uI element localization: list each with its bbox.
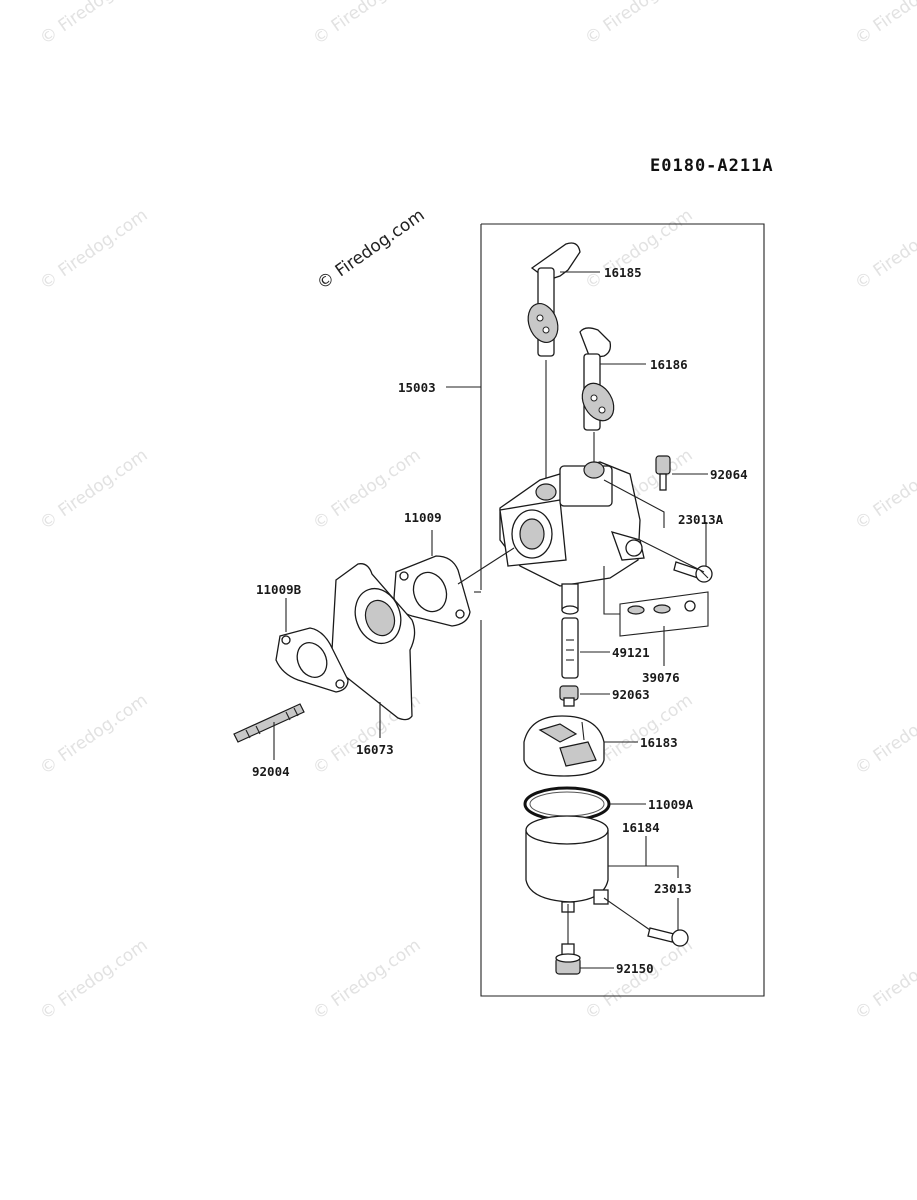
watermark: © Firedog.com <box>36 205 151 294</box>
part-16186-throttle-shaft <box>579 327 615 431</box>
watermark-layer: © Firedog.com © Firedog.com © Firedog.co… <box>36 0 917 1024</box>
watermark: © Firedog.com <box>851 690 917 779</box>
label-49121: 49121 <box>612 645 650 660</box>
part-16184-float-bowl <box>525 815 609 913</box>
watermark-main: © Firedog.com <box>313 205 428 294</box>
part-16183-float <box>523 715 605 777</box>
part-92004-stud <box>233 703 305 743</box>
assembly-frame <box>480 223 765 997</box>
watermark: © Firedog.com <box>36 690 151 779</box>
part-11009B-gasket <box>275 627 349 693</box>
label-16186: 16186 <box>650 357 688 372</box>
label-92063: 92063 <box>612 687 650 702</box>
leader-23013-a <box>603 897 651 931</box>
watermark: © Firedog.com <box>309 0 424 49</box>
label-16073: 16073 <box>356 742 394 757</box>
label-16185: 16185 <box>604 265 642 280</box>
part-23013-screw <box>647 927 689 947</box>
label-15003: 15003 <box>398 380 436 395</box>
label-92064: 92064 <box>710 467 748 482</box>
label-92150: 92150 <box>616 961 654 976</box>
part-11009A-o-ring <box>523 786 611 822</box>
watermark: © Firedog.com <box>36 445 151 534</box>
label-11009B: 11009B <box>256 582 302 597</box>
leader-16184 <box>608 836 679 878</box>
watermark: © Firedog.com <box>851 935 917 1024</box>
label-11009A: 11009A <box>648 797 694 812</box>
watermark: © Firedog.com <box>581 205 696 294</box>
part-16185-choke-shaft <box>527 242 581 357</box>
watermark: © Firedog.com <box>581 0 696 49</box>
part-92064-screw <box>655 455 671 491</box>
guide-intake <box>457 547 515 585</box>
leader-39076-a <box>603 566 620 615</box>
diagram-code: E0180-A211A <box>650 156 774 176</box>
label-16183: 16183 <box>640 735 678 750</box>
label-39076: 39076 <box>642 670 680 685</box>
label-11009: 11009 <box>404 510 442 525</box>
part-15003-carburetor <box>499 461 645 615</box>
part-39076-kit <box>619 591 709 637</box>
watermark: © Firedog.com <box>851 445 917 534</box>
label-23013A: 23013A <box>678 512 724 527</box>
watermark: © Firedog.com <box>36 0 151 49</box>
part-92150-bolt <box>555 943 581 975</box>
watermark: © Firedog.com <box>36 935 151 1024</box>
part-92063-jet <box>559 685 579 707</box>
watermark: © Firedog.com <box>851 205 917 294</box>
leader-23013A <box>603 479 707 573</box>
watermark: © Firedog.com <box>309 935 424 1024</box>
label-16184: 16184 <box>622 820 660 835</box>
part-11009-gasket <box>393 555 471 627</box>
part-16073-insulator <box>331 563 416 721</box>
watermark: © Firedog.com <box>581 935 696 1024</box>
watermark: © Firedog.com <box>851 0 917 49</box>
label-23013: 23013 <box>654 881 692 896</box>
label-92004: 92004 <box>252 764 290 779</box>
part-49121-nozzle <box>561 617 579 679</box>
